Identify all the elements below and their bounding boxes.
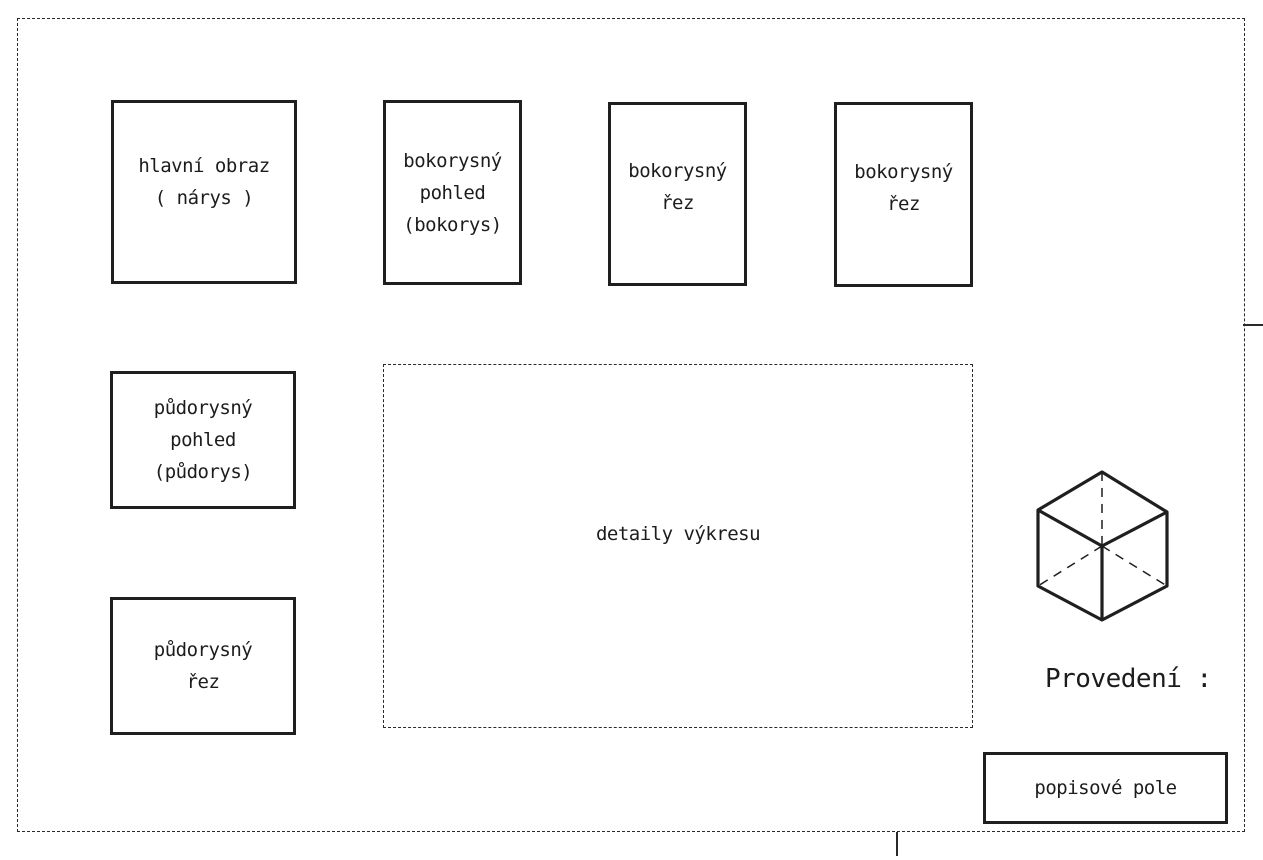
plan-view-box: půdorysný pohled (půdorys) <box>110 371 296 509</box>
plan-section-box: půdorysný řez <box>110 597 296 735</box>
side-section-box-1: bokorysný řez <box>608 102 747 286</box>
title-block: popisové pole <box>983 752 1228 824</box>
front-view-label: hlavní obraz ( nárys ) <box>138 155 270 209</box>
execution-label: Provedení : <box>1045 664 1212 694</box>
plan-view-label: půdorysný pohled (půdorys) <box>153 397 253 483</box>
side-section-label-1: bokorysný řez <box>628 160 727 214</box>
bottom-center-mark <box>896 832 898 856</box>
side-view-label: bokorysný pohled (bokorys) <box>403 149 502 236</box>
side-section-label-2: bokorysný řez <box>854 160 953 215</box>
drawing-details-area: detaily výkresu <box>383 364 973 728</box>
side-view-box: bokorysný pohled (bokorys) <box>383 100 522 285</box>
drawing-sheet-frame <box>17 18 1245 832</box>
side-section-box-2: bokorysný řez <box>834 102 973 287</box>
drawing-details-label: detaily výkresu <box>595 523 761 545</box>
plan-section-label: půdorysný řez <box>153 639 253 693</box>
title-block-label: popisové pole <box>1034 777 1177 799</box>
front-view-box: hlavní obraz ( nárys ) <box>111 100 297 284</box>
right-center-mark <box>1243 324 1263 326</box>
isometric-cube-icon <box>1036 470 1169 622</box>
